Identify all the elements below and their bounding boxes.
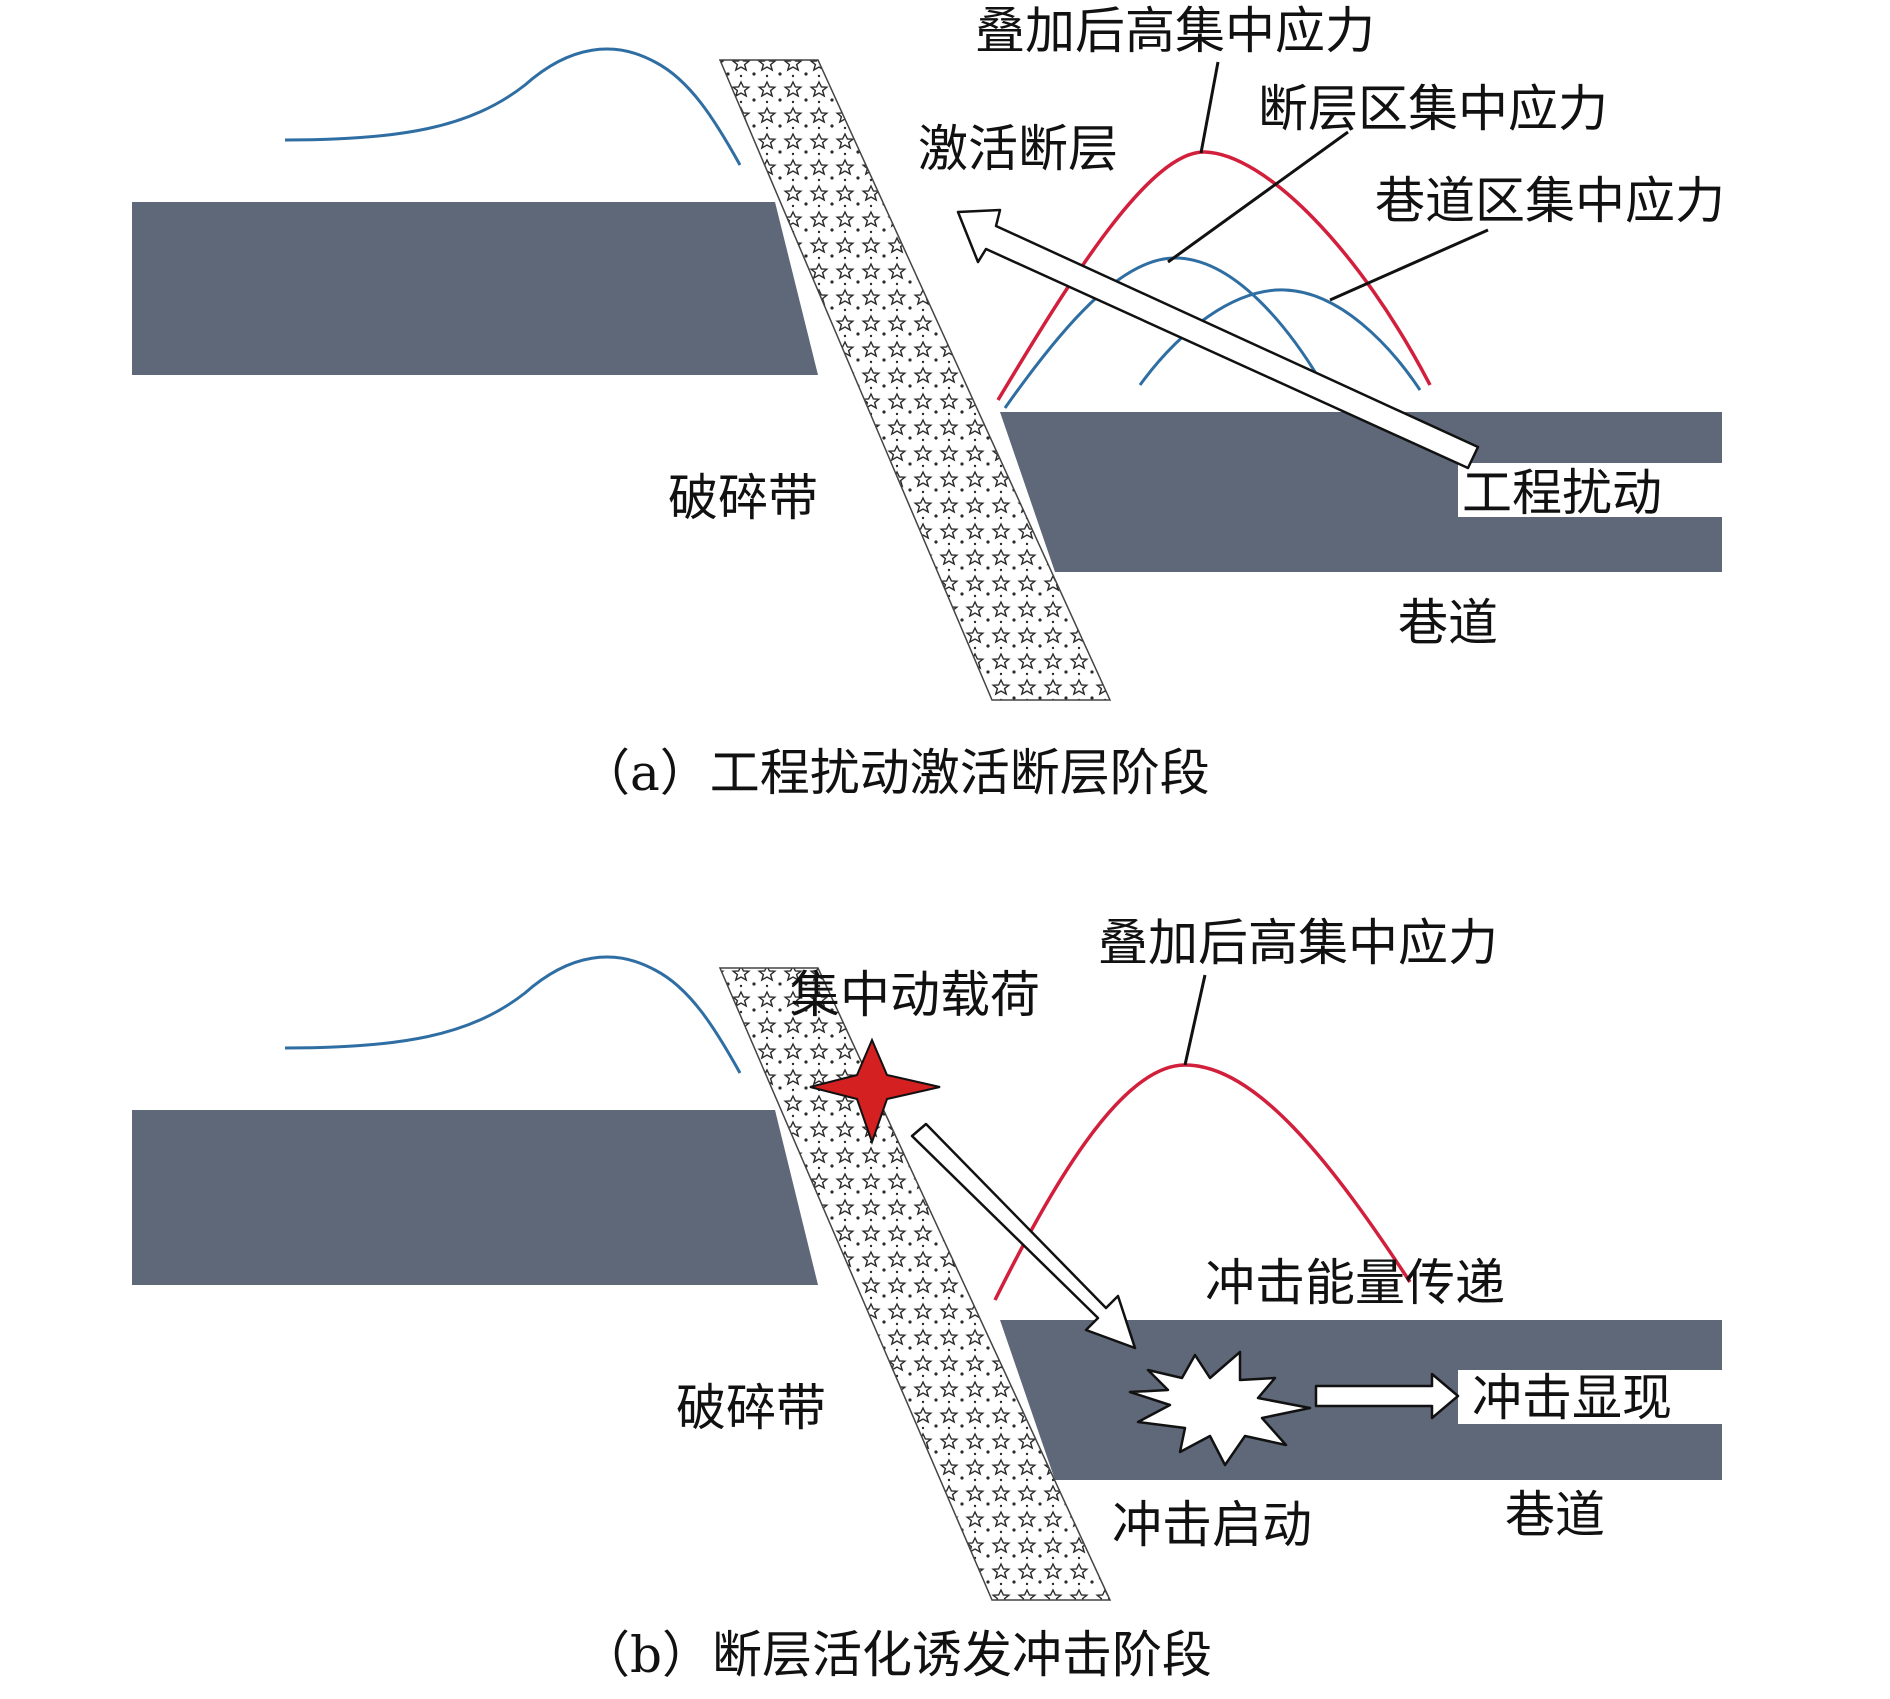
right-rock-block — [1000, 412, 1722, 572]
panel-b: 叠加后高集中应力 集中动载荷 冲击能量传递 破碎带 冲击显现 冲击启动 巷道 （… — [132, 914, 1722, 1684]
label-broken-zone-a: 破碎带 — [668, 469, 818, 527]
label-impact-energy-transfer: 冲击能量传递 — [1205, 1254, 1505, 1312]
label-roadway-stress: 巷道区集中应力 — [1375, 172, 1725, 230]
roadway-opening-b — [1458, 1370, 1722, 1424]
label-roadway-b: 巷道 — [1505, 1486, 1605, 1544]
superposed-stress-curve — [996, 150, 1432, 401]
left-rock-block — [132, 202, 818, 375]
energy-transfer-arrow-icon — [910, 1122, 1137, 1350]
roadway-opening — [1458, 463, 1722, 517]
caption-a: （a）工程扰动激活断层阶段 — [580, 744, 1210, 802]
leader-superposed — [1199, 61, 1220, 154]
leader-superposed-b — [1183, 974, 1207, 1066]
manifestation-arrow-icon — [1314, 1372, 1460, 1420]
broken-fault-zone — [718, 59, 1112, 701]
label-superposed-stress-b: 叠加后高集中应力 — [1098, 914, 1498, 972]
caption-b: （b）断层活化诱发冲击阶段 — [580, 1626, 1212, 1684]
activation-arrow-icon — [956, 208, 1480, 470]
fault-zone-stress-curve — [1003, 256, 1322, 409]
label-broken-zone-b: 破碎带 — [676, 1379, 826, 1437]
label-activated-fault: 激活断层 — [918, 120, 1118, 178]
label-superposed-stress-a: 叠加后高集中应力 — [975, 2, 1375, 60]
label-concentrated-dynamic-load: 集中动载荷 — [790, 966, 1040, 1024]
four-point-star-icon — [809, 1037, 941, 1146]
label-impact-manifestation: 冲击显现 — [1472, 1369, 1672, 1427]
original-stress-curve-b — [284, 955, 742, 1074]
label-impact-initiation: 冲击启动 — [1112, 1496, 1312, 1554]
label-fault-zone-stress: 断层区集中应力 — [1258, 80, 1608, 138]
leader-roadway-stress — [1329, 228, 1489, 302]
original-stress-curve — [284, 47, 742, 166]
label-engineering-disturbance: 工程扰动 — [1462, 464, 1662, 522]
leader-fault-zone — [1167, 130, 1349, 264]
left-rock-block-b — [132, 1110, 818, 1285]
broken-fault-zone-b — [718, 967, 1112, 1601]
label-roadway-a: 巷道 — [1398, 594, 1498, 652]
panel-a: 叠加后高集中应力 断层区集中应力 激活断层 巷道区集中应力 破碎带 工程扰动 巷… — [132, 2, 1725, 802]
explosion-burst-icon — [1128, 1350, 1312, 1467]
